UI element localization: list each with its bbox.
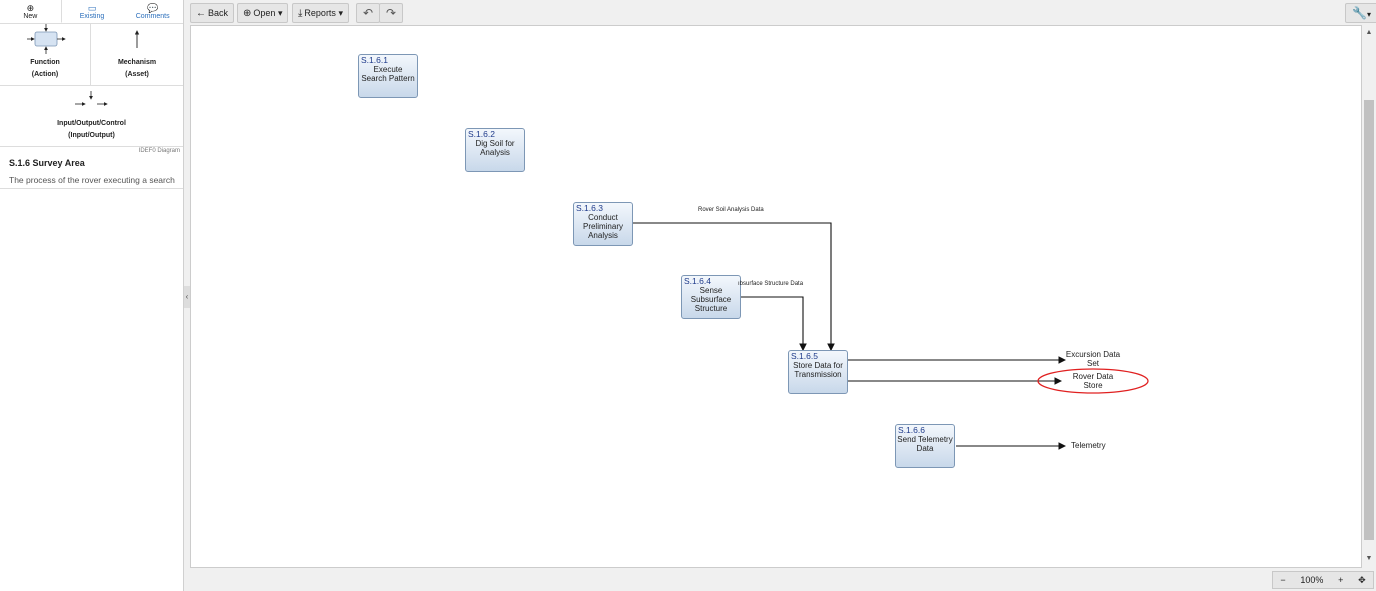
rover-line1: Rover Data	[1072, 372, 1114, 381]
diagram-title: S.1.6 Survey Area	[9, 158, 85, 168]
caret-down-icon: ▾	[277, 8, 283, 18]
function-box-s164[interactable]: S.1.6.4 Sense Subsurface Structure	[681, 275, 741, 319]
palette-ioc-sub: (Input/Output)	[68, 132, 115, 139]
telemetry-output[interactable]: Telemetry	[1071, 441, 1106, 450]
function-box-s165[interactable]: S.1.6.5 Store Data for Transmission	[788, 350, 848, 394]
reports-button[interactable]: ⤓Reports ▾	[292, 3, 349, 23]
comments-icon: 💬	[147, 3, 159, 13]
redo-button[interactable]: ↷	[379, 3, 404, 23]
scroll-up-icon[interactable]: ▲	[1365, 29, 1373, 36]
archive-icon: ▭	[87, 3, 97, 13]
function-shape-icon	[27, 24, 66, 54]
function-name: Sense Subsurface Structure	[690, 286, 732, 313]
function-name: Dig Soil for Analysis	[475, 139, 515, 157]
rover-line2: Store	[1083, 381, 1103, 390]
open-button-label: Open	[253, 8, 276, 18]
function-name: Execute Search Pattern	[361, 65, 415, 83]
diagram-arrows	[633, 222, 1149, 450]
scroll-down-icon[interactable]: ▼	[1365, 555, 1373, 562]
function-name: Send Telemetry Data	[897, 435, 953, 453]
highlight-ellipse	[1037, 368, 1149, 394]
tab-new-label: New	[23, 13, 38, 20]
open-circle-icon: ⊕	[243, 8, 252, 19]
plus-circle-icon: ⊕	[26, 3, 35, 13]
palette-mechanism-label: Mechanism	[117, 59, 157, 66]
rover-data-store-output[interactable]: Rover Data Store	[1057, 372, 1129, 390]
function-id: S.1.6.5	[791, 351, 818, 361]
function-id: S.1.6.6	[898, 425, 925, 435]
excursion-line1: Excursion Data	[1065, 350, 1121, 359]
zoom-level: 100%	[1300, 575, 1324, 585]
palette-function[interactable]: Function (Action)	[0, 24, 91, 85]
zoom-in-button[interactable]: +	[1338, 575, 1344, 585]
undo-icon: ↶	[363, 6, 374, 20]
palette-function-sub: (Action)	[31, 71, 59, 78]
subsurface-data-label: ıbsurface Structure Data	[738, 281, 804, 287]
back-button[interactable]: ←Back	[190, 3, 235, 23]
palette-input-output-control[interactable]: Input/Output/Control (Input/Output)	[0, 86, 183, 147]
tab-comments[interactable]: 💬 Comments	[122, 0, 183, 23]
tab-existing[interactable]: ▭ Existing	[62, 0, 123, 23]
tab-new[interactable]: ⊕ New	[0, 0, 62, 23]
palette-function-label: Function	[30, 59, 60, 66]
undo-button[interactable]: ↶	[356, 3, 381, 23]
back-button-label: Back	[208, 8, 229, 18]
collapse-panel-handle[interactable]: ‹	[184, 286, 190, 308]
redo-icon: ↷	[386, 6, 397, 20]
palette-mechanism-sub: (Asset)	[125, 71, 149, 78]
function-name: Store Data for Transmission	[793, 361, 843, 379]
function-box-s162[interactable]: S.1.6.2 Dig Soil for Analysis	[465, 128, 525, 172]
arrow-subsurface[interactable]	[741, 296, 807, 352]
shape-palette: Function (Action) Mechanism (Asset)	[0, 24, 183, 86]
function-id: S.1.6.4	[684, 276, 711, 286]
reports-button-label: Reports	[304, 8, 336, 18]
tab-comments-label: Comments	[135, 13, 170, 20]
download-icon: ⤓	[298, 8, 303, 19]
ioc-arrows-icon	[75, 91, 108, 106]
mechanism-arrow-icon	[134, 30, 140, 48]
sidebar-tabs: ⊕ New ▭ Existing 💬 Comments	[0, 0, 183, 24]
tools-menu-button[interactable]: 🔧▾	[1345, 3, 1376, 23]
zoom-controls: − 100% + ✥	[1272, 571, 1374, 589]
diagram-type-label: IDEF0 Diagram	[138, 148, 180, 154]
palette-ioc-label: Input/Output/Control	[57, 120, 126, 127]
function-id: S.1.6.3	[576, 203, 603, 213]
wrench-icon: 🔧	[1352, 6, 1367, 20]
tab-existing-label: Existing	[79, 13, 105, 20]
function-box-s161[interactable]: S.1.6.1 Execute Search Pattern	[358, 54, 418, 98]
excursion-line2: Set	[1086, 359, 1099, 368]
caret-down-icon: ▾	[1366, 10, 1371, 19]
caret-down-icon: ▾	[338, 8, 343, 18]
excursion-data-set-output[interactable]: Excursion Data Set	[1057, 350, 1129, 368]
arrow-left-icon: ←	[196, 8, 206, 19]
palette-mechanism[interactable]: Mechanism (Asset)	[91, 24, 183, 85]
move-icon[interactable]: ✥	[1358, 574, 1366, 585]
soil-analysis-data-label: Rover Soil Analysis Data	[698, 207, 764, 213]
diagram-description: The process of the rover executing a sea…	[0, 171, 183, 189]
vertical-scrollbar[interactable]: ▲ ▼	[1362, 25, 1376, 568]
function-box-s166[interactable]: S.1.6.6 Send Telemetry Data	[895, 424, 955, 468]
open-button[interactable]: ⊕Open ▾	[237, 3, 289, 23]
arrow-soil-analysis[interactable]	[633, 222, 835, 352]
toolbar: ←Back ⊕Open ▾ ⤓Reports ▾ ↶ ↷ 🔧▾	[190, 3, 1376, 24]
left-panel: ⊕ New ▭ Existing 💬 Comments Function (Ac…	[0, 0, 184, 591]
chevron-left-icon: ‹	[185, 292, 189, 301]
function-box-s163[interactable]: S.1.6.3 Conduct Preliminary Analysis	[573, 202, 633, 246]
function-name: Conduct Preliminary Analysis	[582, 213, 623, 240]
diagram-canvas[interactable]: S.1.6.1 Execute Search Pattern S.1.6.2 D…	[190, 25, 1362, 568]
function-id: S.1.6.1	[361, 55, 388, 65]
zoom-out-button[interactable]: −	[1280, 575, 1286, 585]
scrollbar-thumb[interactable]	[1364, 100, 1374, 540]
function-id: S.1.6.2	[468, 129, 495, 139]
